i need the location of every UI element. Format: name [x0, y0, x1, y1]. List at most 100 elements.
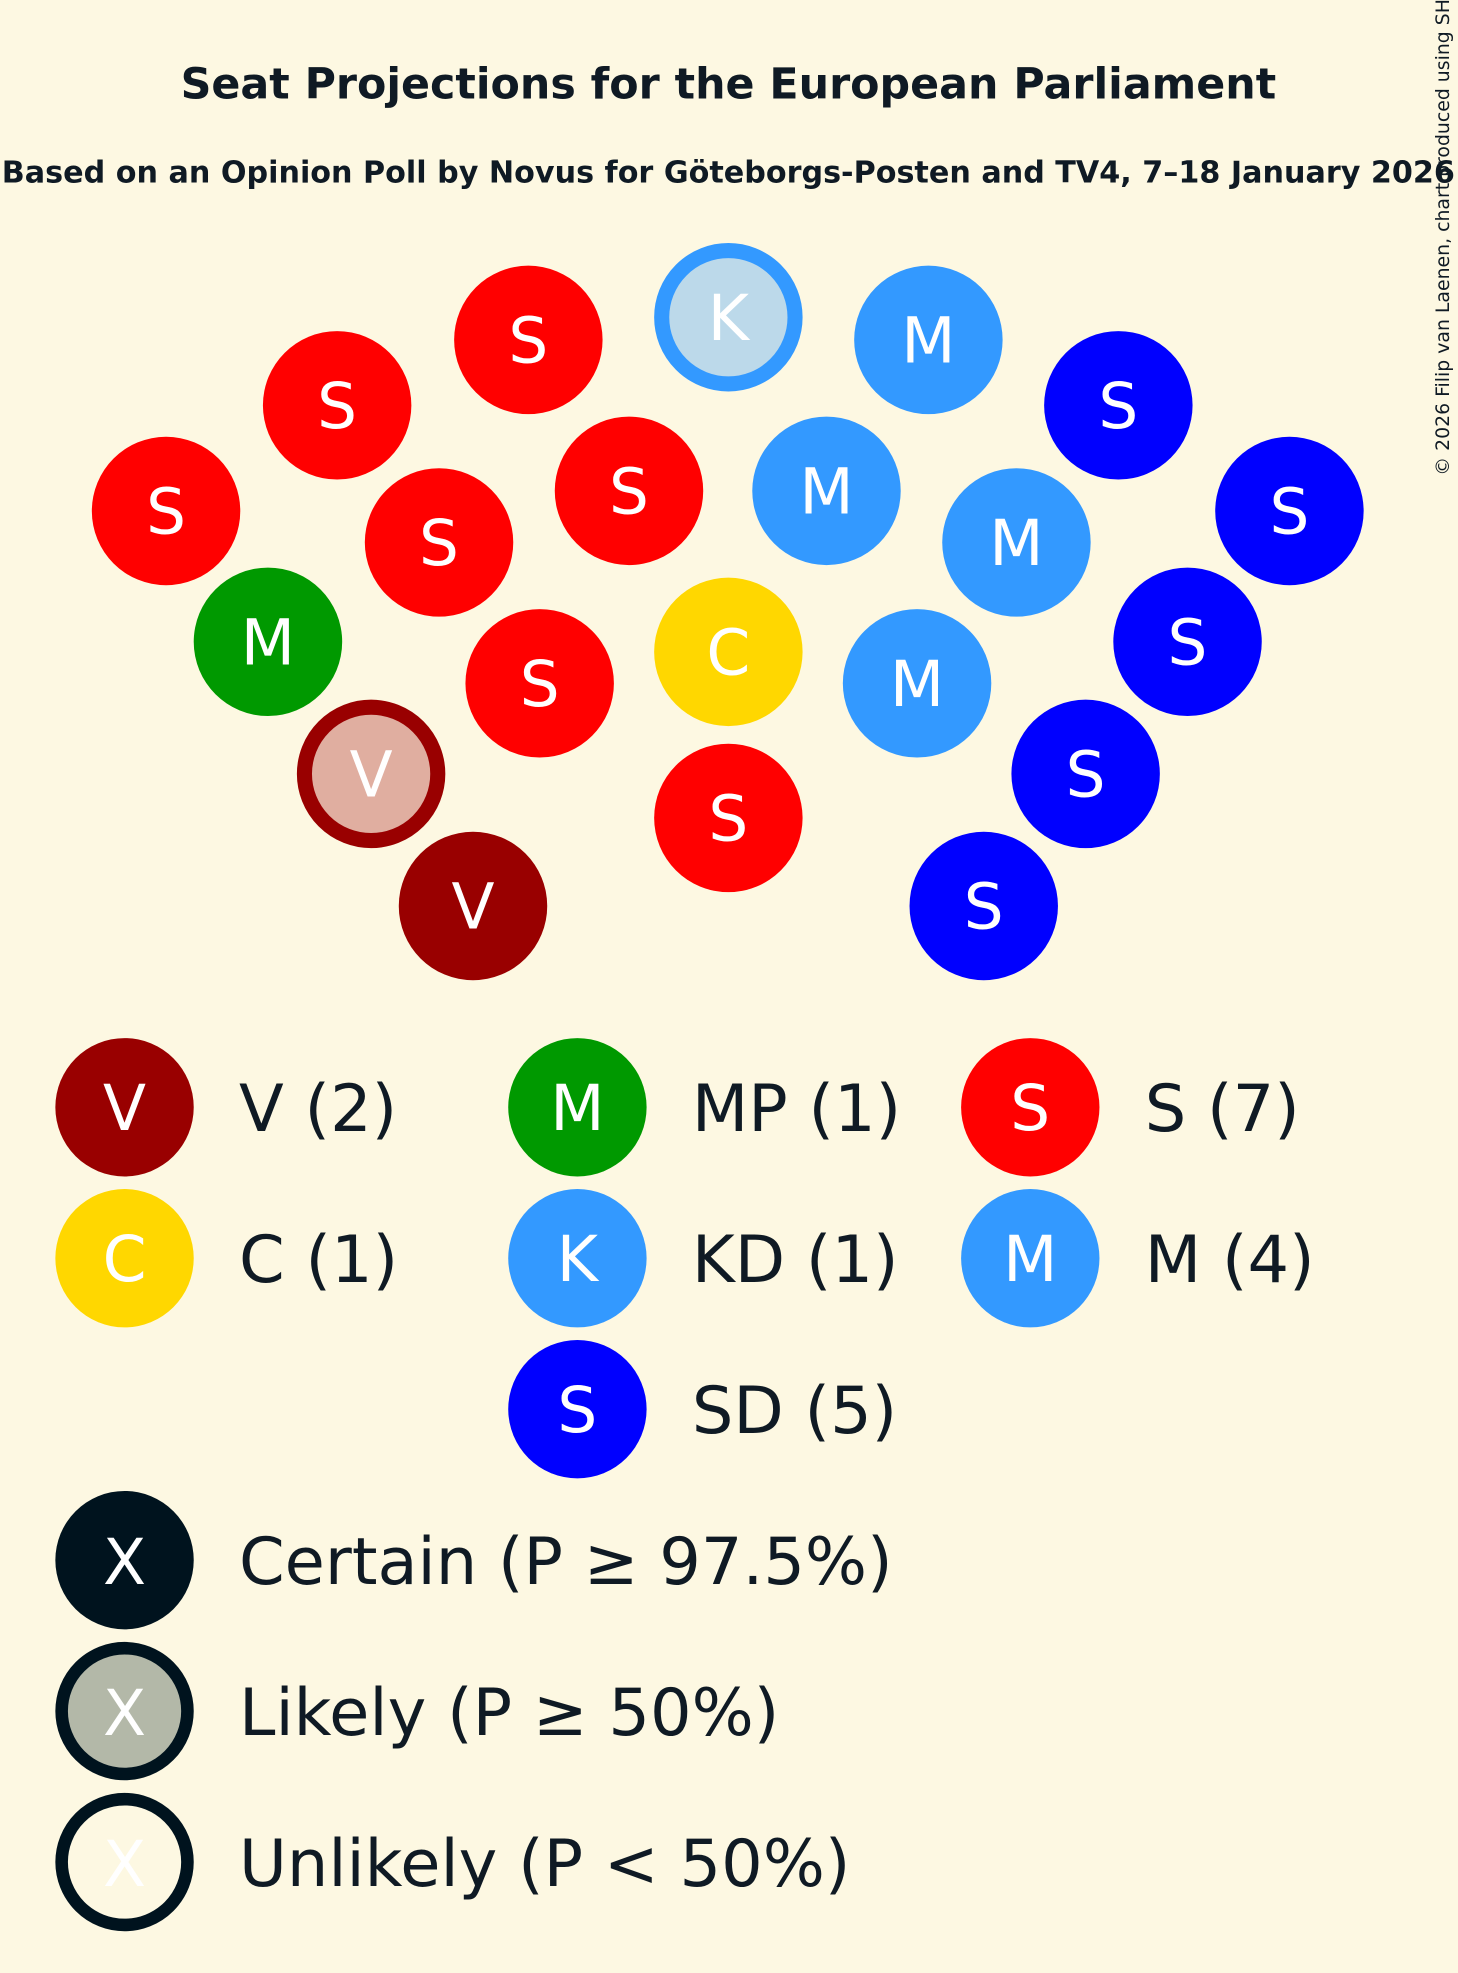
- seat-sd-letter: S: [1098, 370, 1138, 443]
- seat-kd-letter: K: [708, 282, 751, 355]
- seat-v-circle: [398, 831, 548, 981]
- seat-sd-letter: S: [1269, 476, 1309, 549]
- seat-s: S: [364, 468, 514, 617]
- legend-swatch-sd-letter: S: [557, 1374, 597, 1447]
- seat-s-circle: [654, 743, 803, 893]
- seat-sd-letter: S: [1168, 606, 1208, 679]
- seat-kd: K: [654, 243, 803, 392]
- seat-m-circle: [942, 468, 1091, 617]
- legend-swatch-mp-circle: [508, 1038, 647, 1177]
- seat-s: S: [654, 743, 803, 893]
- legend-swatch-mp-letter: M: [550, 1072, 604, 1145]
- seat-sd-letter: S: [964, 871, 1004, 944]
- seat-m-circle: [854, 265, 1003, 415]
- legend-swatch-m: M: [961, 1189, 1100, 1328]
- seat-m-letter: M: [799, 455, 853, 528]
- legend-swatch-s-letter: S: [1010, 1072, 1050, 1145]
- legend-swatch-mp: M: [508, 1038, 647, 1177]
- legend-swatch-v-letter: V: [103, 1072, 146, 1145]
- seat-s: S: [554, 416, 704, 566]
- seat-s-letter: S: [508, 305, 548, 378]
- status-letter: X: [103, 1828, 146, 1901]
- seat-c-letter: C: [706, 617, 750, 690]
- seat-s: S: [465, 609, 614, 758]
- seat-v-letter: V: [451, 871, 494, 944]
- seat-sd-circle: [1044, 331, 1193, 480]
- seat-s-circle: [364, 468, 514, 617]
- seat-sd-circle: [909, 831, 1058, 981]
- legend-status-unlikely: X: [55, 1792, 194, 1932]
- legend-label-mp: MP (1): [692, 1071, 901, 1147]
- legend-swatch-v: V: [55, 1038, 194, 1177]
- legend-swatch-v-circle: [55, 1038, 194, 1177]
- chart-subtitle: Based on an Opinion Poll by Novus for Gö…: [2, 156, 1455, 191]
- seat-m-letter: M: [890, 648, 944, 721]
- seat-sd: S: [1044, 331, 1193, 480]
- seat-s-circle: [465, 609, 614, 758]
- legend-status-certain: X: [55, 1490, 194, 1630]
- legend-label-m: M (4): [1145, 1222, 1315, 1298]
- legend-label-s: S (7): [1145, 1071, 1300, 1147]
- seat-m: M: [942, 468, 1091, 617]
- legend-swatch-kd-letter: K: [557, 1223, 600, 1296]
- seat-s-circle: [454, 265, 603, 415]
- status-circle: [55, 1490, 194, 1630]
- legend-label-v: V (2): [239, 1071, 397, 1147]
- seat-sd: S: [909, 831, 1058, 981]
- seat-sd: S: [1215, 436, 1364, 586]
- legend-swatch-s: S: [961, 1038, 1100, 1177]
- legend-swatch-sd-circle: [508, 1339, 647, 1479]
- legend-swatch-kd: K: [508, 1189, 647, 1328]
- seat-m-letter: M: [989, 507, 1043, 580]
- seat-c: C: [654, 577, 803, 727]
- seat-s-letter: S: [146, 476, 186, 549]
- seat-s-letter: S: [419, 507, 459, 580]
- status-letter: X: [103, 1677, 146, 1750]
- copyright-note: © 2026 Filip van Laenen, chart produced …: [1432, 0, 1454, 476]
- seat-s-letter: S: [609, 455, 649, 528]
- legend-status-likely: X: [55, 1641, 194, 1781]
- seat-m: M: [842, 609, 992, 758]
- seat-s-circle: [262, 331, 412, 480]
- legend-swatch-c-circle: [55, 1189, 194, 1328]
- seat-mp-letter: M: [241, 606, 295, 679]
- legend-status-label-likely: Likely (P ≥ 50%): [239, 1675, 779, 1751]
- seat-s: S: [91, 436, 241, 586]
- seat-s-letter: S: [708, 783, 748, 856]
- legend-swatch-m-letter: M: [1003, 1223, 1057, 1296]
- seat-sd-circle: [1215, 436, 1364, 586]
- seat-mp: M: [193, 567, 343, 717]
- seat-mp-circle: [193, 567, 343, 717]
- seat-m: M: [854, 265, 1003, 415]
- legend-swatch-c-letter: C: [103, 1223, 147, 1296]
- seat-v-circle: [296, 699, 446, 849]
- legend-status-label-unlikely: Unlikely (P < 50%): [239, 1826, 850, 1902]
- status-circle: [55, 1641, 194, 1781]
- chart-title: Seat Projections for the European Parlia…: [181, 59, 1277, 109]
- seat-sd-circle: [1011, 699, 1160, 849]
- seat-s-circle: [91, 436, 241, 586]
- seat-sd-letter: S: [1066, 739, 1106, 812]
- seat-s: S: [262, 331, 412, 480]
- status-circle: [55, 1792, 194, 1932]
- seat-m-circle: [842, 609, 992, 758]
- legend-label-kd: KD (1): [692, 1222, 899, 1298]
- seat-m-circle: [752, 416, 901, 566]
- legend-label-sd: SD (5): [692, 1373, 897, 1449]
- seat-s-circle: [554, 416, 704, 566]
- legend-swatch-c: C: [55, 1189, 194, 1328]
- seat-m-letter: M: [901, 305, 955, 378]
- seat-c-circle: [654, 577, 803, 727]
- legend-swatch-m-circle: [961, 1189, 1100, 1328]
- seat-m: M: [752, 416, 901, 566]
- legend-status-label-certain: Certain (P ≥ 97.5%): [239, 1524, 893, 1600]
- legend-swatch-sd: S: [508, 1339, 647, 1479]
- seat-sd: S: [1011, 699, 1160, 849]
- seat-s-letter: S: [520, 648, 560, 721]
- seat-kd-circle: [654, 243, 803, 392]
- seat-v: V: [296, 699, 446, 849]
- legend-swatch-kd-circle: [508, 1189, 647, 1328]
